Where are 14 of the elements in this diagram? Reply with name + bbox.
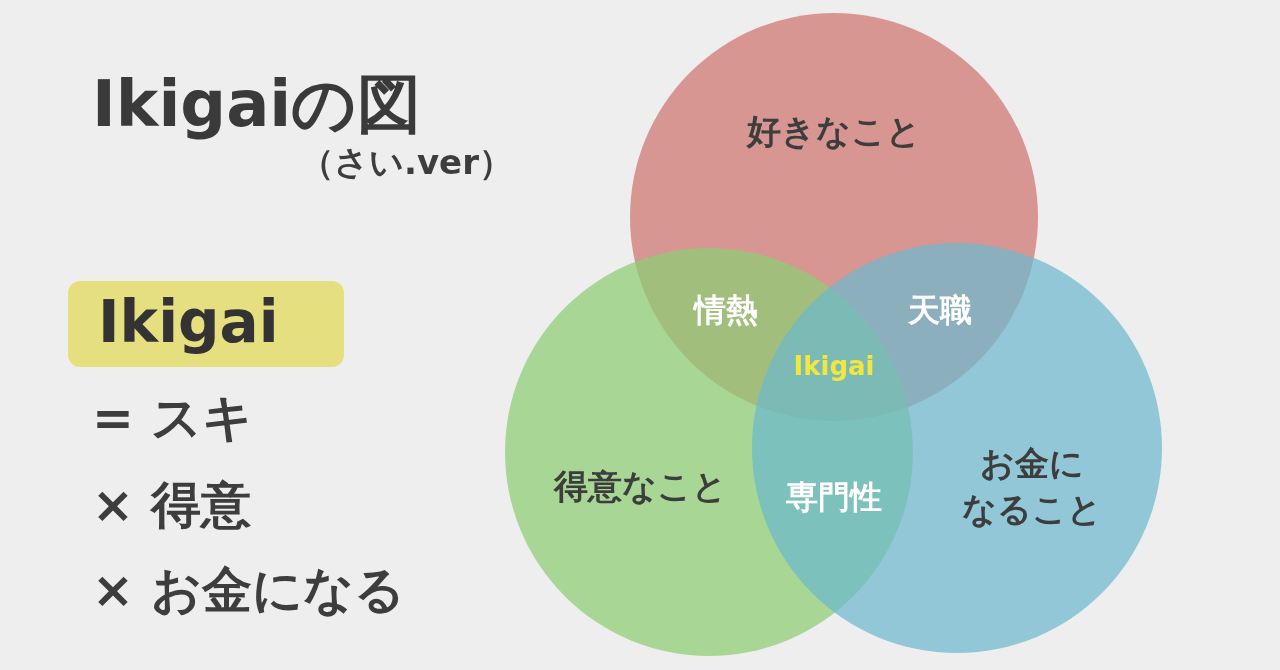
circle-label: 好きなこと [747, 110, 921, 154]
circle-label: お金になること [962, 442, 1102, 531]
formula-line: = スキ [92, 390, 254, 448]
highlight-badge [68, 281, 344, 367]
overlap-label: Ikigai [793, 352, 875, 382]
overlap-label: 専門性 [786, 478, 882, 516]
overlap-label: 天職 [908, 291, 972, 329]
circle-label: 得意なこと [553, 465, 727, 509]
formula-line: × お金になる [92, 562, 406, 620]
formula-line: × 得意 [92, 477, 252, 535]
subtitle: （さい.ver） [300, 143, 513, 183]
title: Ikigaiの図 [92, 68, 422, 142]
overlap-label: 情熱 [694, 291, 758, 329]
badge-text: Ikigai [98, 289, 279, 356]
